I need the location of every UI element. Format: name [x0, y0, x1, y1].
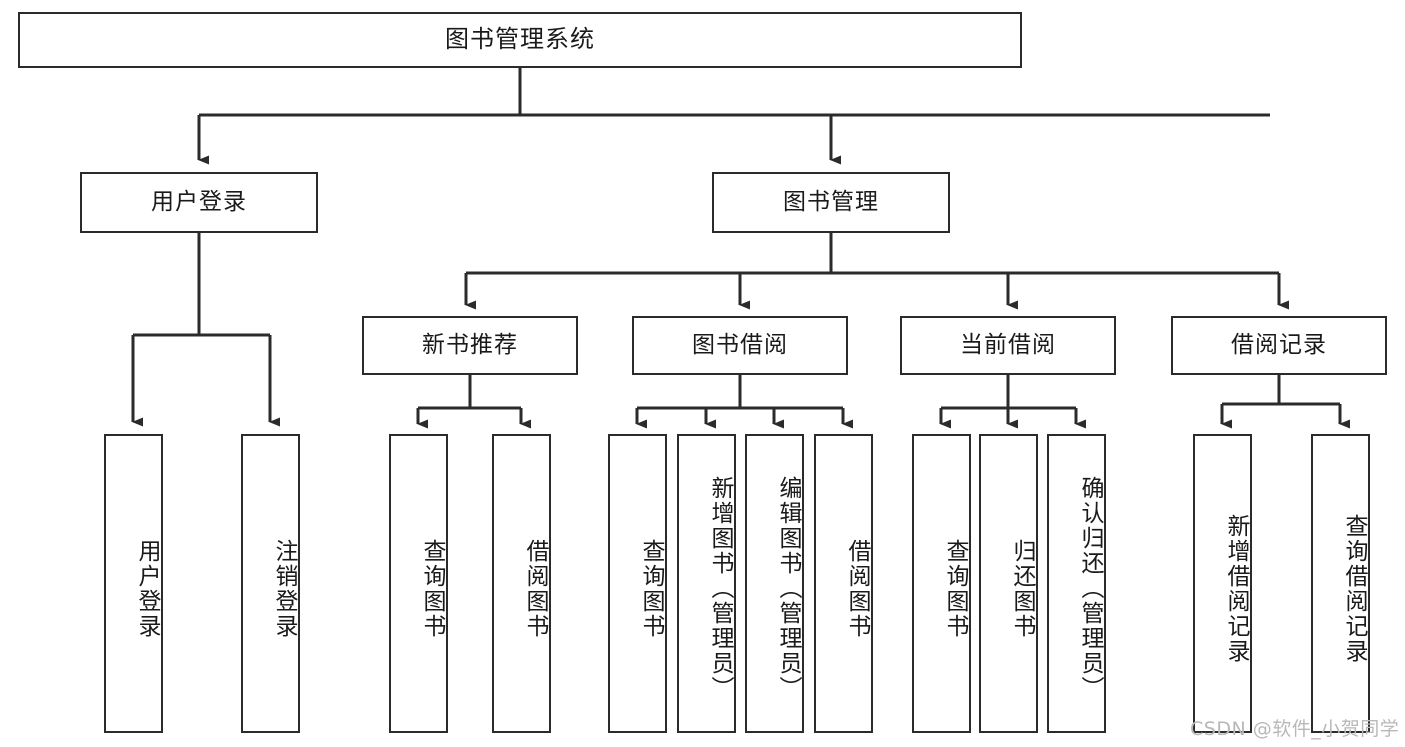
node-new-book-rec[interactable]: 新书推荐	[362, 316, 578, 375]
node-new-book-rec-label: 新书推荐	[422, 332, 518, 359]
node-leaf-user-login[interactable]: 用户登录	[104, 434, 163, 733]
node-leaf-edit-book-label: 编辑图书（管理员）	[775, 476, 801, 701]
node-leaf-query-record-label: 查询借阅记录	[1341, 513, 1367, 664]
node-leaf-return-book[interactable]: 归还图书	[979, 434, 1038, 733]
node-leaf-query-book-3[interactable]: 查询图书	[912, 434, 971, 733]
node-user-login-label: 用户登录	[151, 189, 247, 216]
node-leaf-add-record[interactable]: 新增借阅记录	[1193, 434, 1252, 733]
node-leaf-confirm-return-label: 确认归还（管理员）	[1077, 476, 1103, 701]
node-leaf-add-book-label: 新增图书（管理员）	[707, 476, 733, 701]
node-leaf-logout[interactable]: 注销登录	[241, 434, 300, 733]
watermark: CSDN @软件_小贺同学	[1190, 718, 1400, 740]
node-root[interactable]: 图书管理系统	[18, 12, 1022, 68]
node-leaf-query-book-2-label: 查询图书	[638, 538, 664, 639]
node-book-manage[interactable]: 图书管理	[712, 172, 950, 233]
node-book-manage-label: 图书管理	[783, 189, 879, 216]
node-book-borrow[interactable]: 图书借阅	[632, 316, 848, 375]
node-borrow-record-label: 借阅记录	[1231, 332, 1327, 359]
node-leaf-borrow-book-2[interactable]: 借阅图书	[814, 434, 873, 733]
node-leaf-borrow-book-1[interactable]: 借阅图书	[492, 434, 551, 733]
node-leaf-query-book-3-label: 查询图书	[942, 538, 968, 639]
node-leaf-query-book-1[interactable]: 查询图书	[389, 434, 448, 733]
node-current-borrow[interactable]: 当前借阅	[900, 316, 1116, 375]
node-book-borrow-label: 图书借阅	[692, 332, 788, 359]
node-leaf-confirm-return[interactable]: 确认归还（管理员）	[1047, 434, 1106, 733]
node-leaf-return-book-label: 归还图书	[1009, 538, 1035, 639]
node-user-login[interactable]: 用户登录	[80, 172, 318, 233]
node-leaf-query-book-2[interactable]: 查询图书	[608, 434, 667, 733]
node-borrow-record[interactable]: 借阅记录	[1171, 316, 1387, 375]
node-leaf-query-book-1-label: 查询图书	[419, 538, 445, 639]
node-leaf-query-record[interactable]: 查询借阅记录	[1311, 434, 1370, 733]
node-leaf-borrow-book-2-label: 借阅图书	[844, 538, 870, 639]
node-leaf-borrow-book-1-label: 借阅图书	[522, 538, 548, 639]
node-leaf-user-login-label: 用户登录	[134, 538, 160, 639]
node-leaf-add-book[interactable]: 新增图书（管理员）	[677, 434, 736, 733]
node-root-label: 图书管理系统	[445, 25, 595, 54]
node-leaf-add-record-label: 新增借阅记录	[1223, 513, 1249, 664]
node-leaf-edit-book[interactable]: 编辑图书（管理员）	[745, 434, 804, 733]
node-leaf-logout-label: 注销登录	[271, 538, 297, 639]
node-current-borrow-label: 当前借阅	[960, 332, 1056, 359]
